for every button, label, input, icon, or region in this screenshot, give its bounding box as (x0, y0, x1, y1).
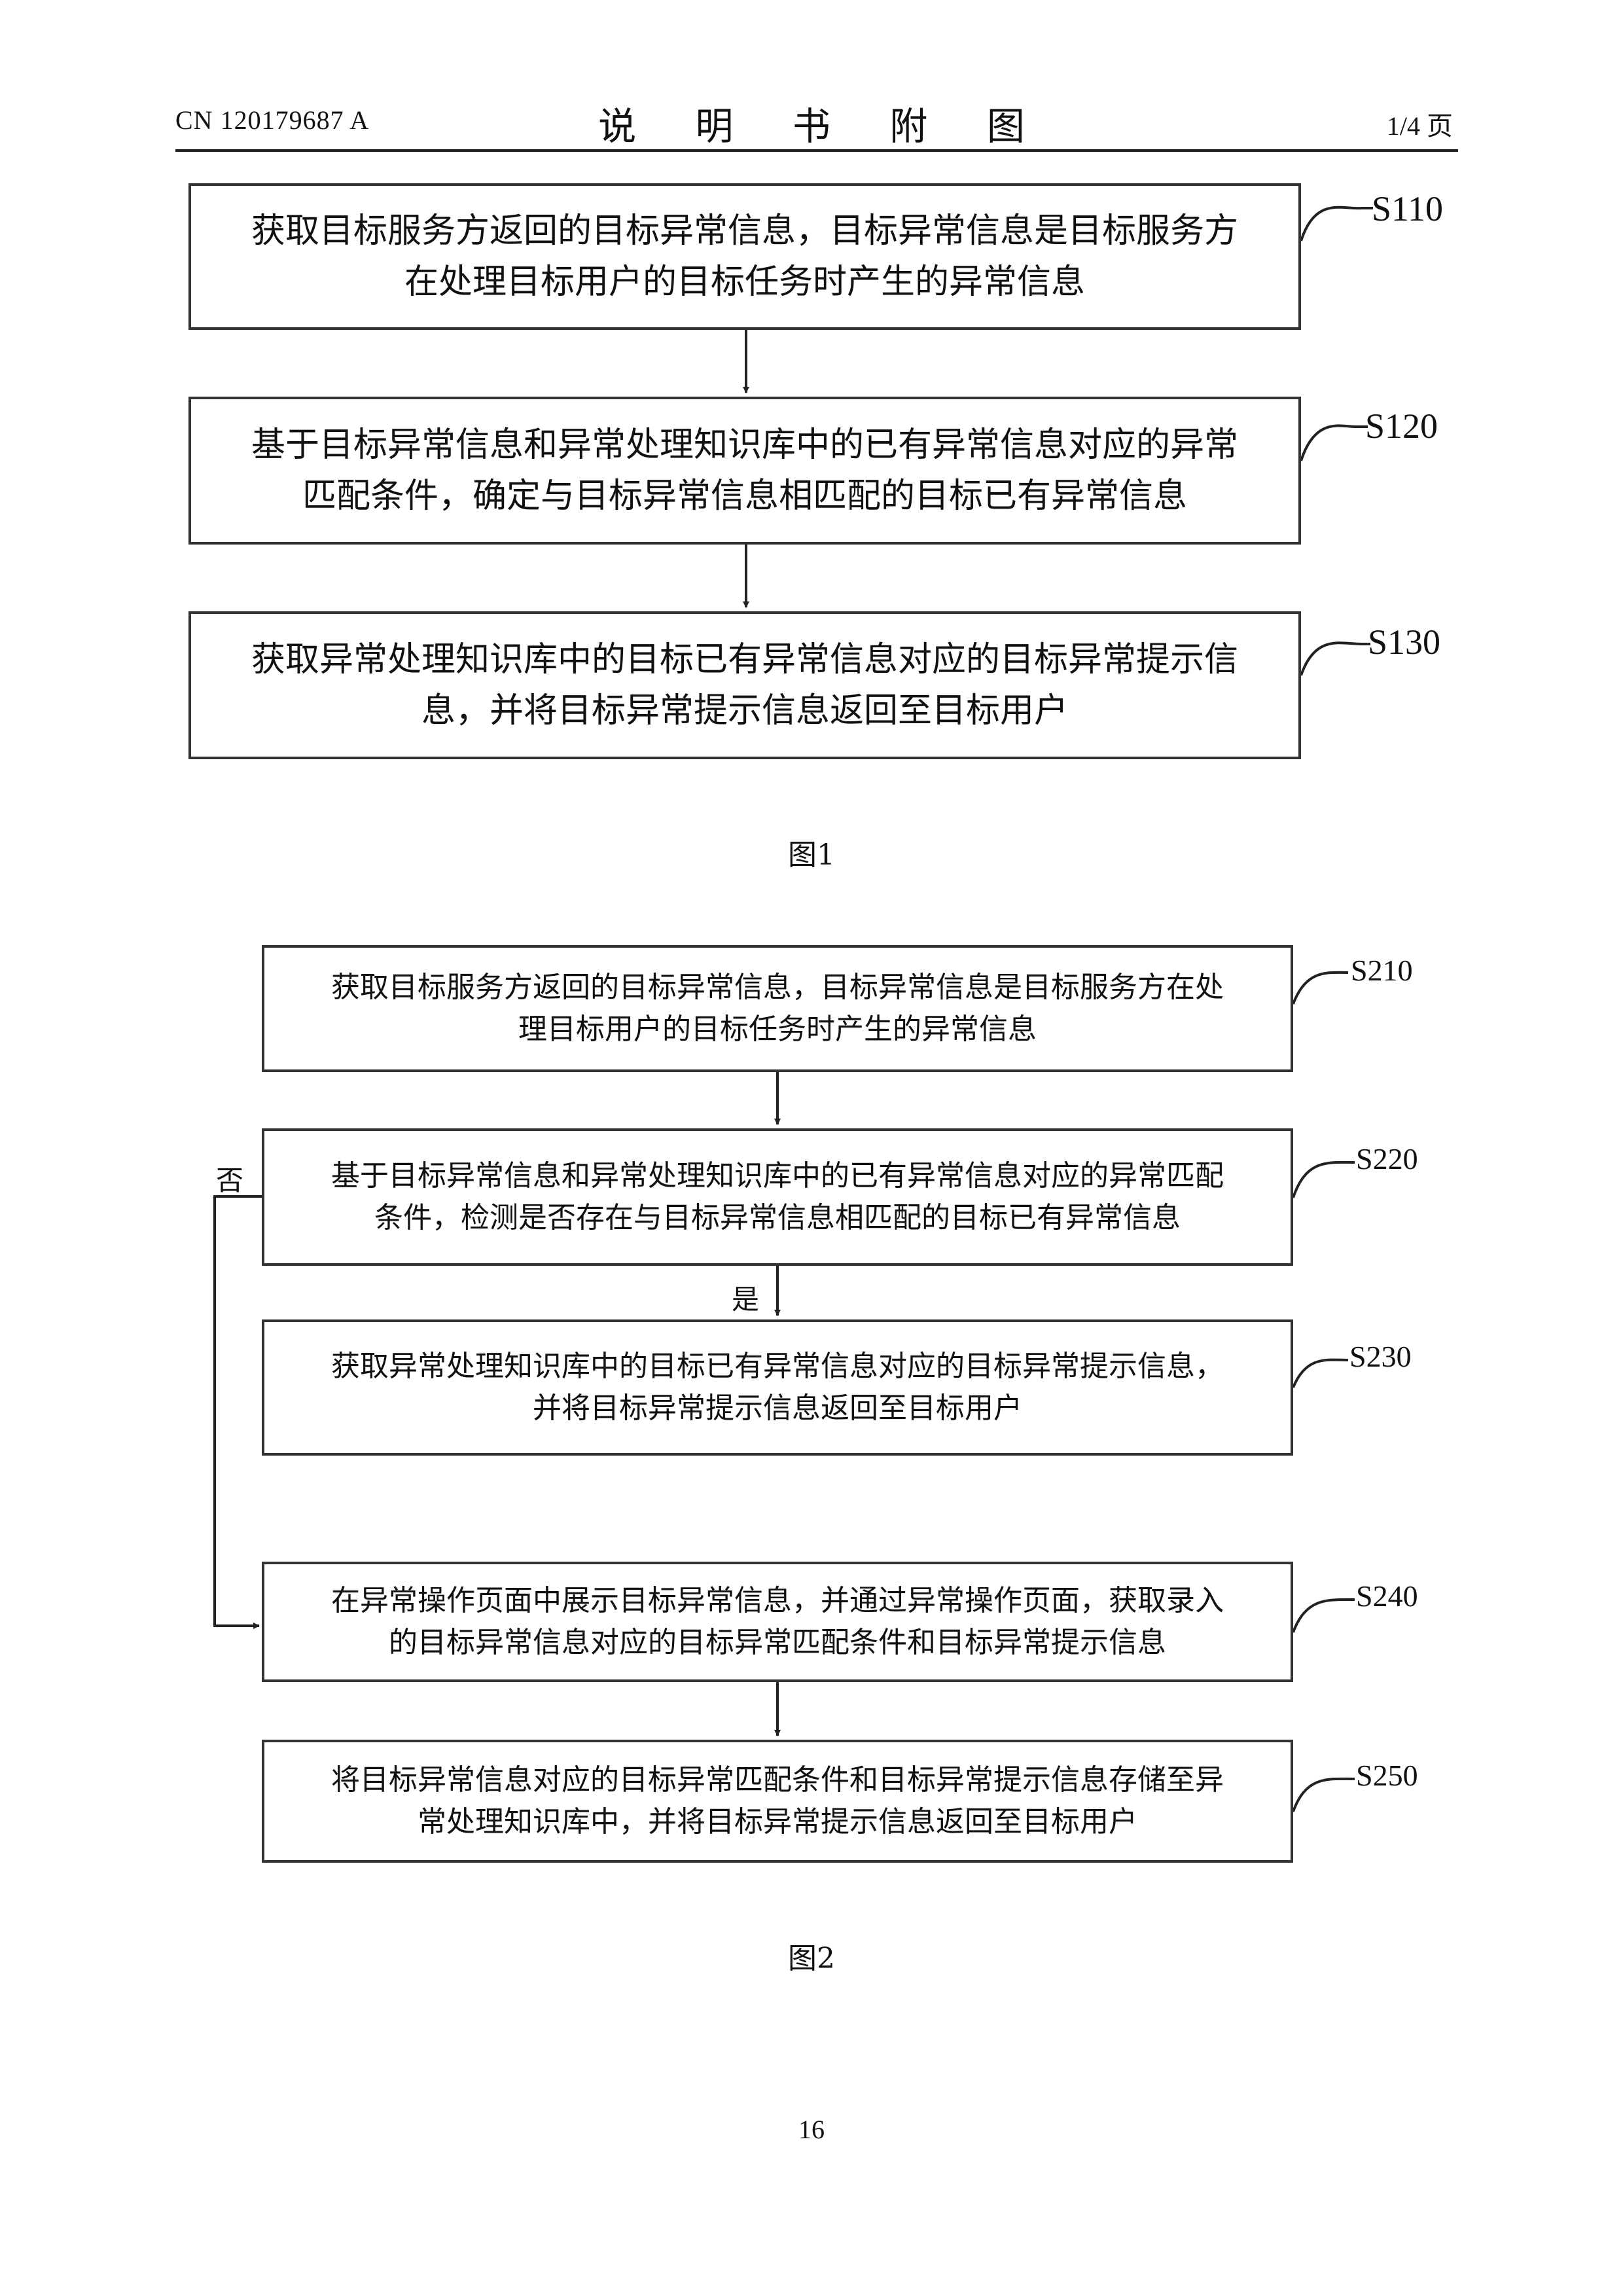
step-box-s110: 获取目标服务方返回的目标异常信息，目标异常信息是目标服务方在处理目标用户的目标任… (188, 183, 1301, 330)
step-label-s250: S250 (1356, 1758, 1418, 1793)
step-box-s250: 将目标异常信息对应的目标异常匹配条件和目标异常提示信息存储至异常处理知识库中，并… (262, 1740, 1293, 1863)
step-box-s220: 基于目标异常信息和异常处理知识库中的已有异常信息对应的异常匹配条件，检测是否存在… (262, 1128, 1293, 1266)
leader-s210 (1293, 973, 1348, 1004)
page-number: 16 (0, 2114, 1623, 2145)
step-text-line: 基于目标异常信息和异常处理知识库中的已有异常信息对应的异常 (251, 425, 1238, 465)
step-text-line: 息，并将目标异常提示信息返回至目标用户 (421, 691, 1068, 730)
leader-s120 (1301, 425, 1368, 461)
step-text-line: 获取目标服务方返回的目标异常信息，目标异常信息是目标服务方 (251, 211, 1238, 251)
step-text-line: 获取异常处理知识库中的目标已有异常信息对应的目标异常提示信息， (331, 1350, 1224, 1383)
step-text-line: 常处理知识库中，并将目标异常提示信息返回至目标用户 (418, 1805, 1137, 1839)
step-text-line: 条件，检测是否存在与目标异常信息相匹配的目标已有异常信息 (374, 1201, 1181, 1234)
step-text-line: 获取目标服务方返回的目标异常信息，目标异常信息是目标服务方在处 (331, 971, 1224, 1004)
step-text-line: 基于目标异常信息和异常处理知识库中的已有异常信息对应的异常匹配 (331, 1159, 1224, 1193)
step-text-line: 在处理目标用户的目标任务时产生的异常信息 (404, 262, 1085, 302)
step-label-s220: S220 (1356, 1141, 1418, 1176)
leader-s240 (1293, 1600, 1355, 1632)
arrow-s220-no-s240 (215, 1196, 262, 1626)
step-label-s120: S120 (1365, 406, 1438, 446)
figure1-caption: 图1 (0, 831, 1623, 873)
step-text-line: 将目标异常信息对应的目标异常匹配条件和目标异常提示信息存储至异 (331, 1763, 1224, 1797)
step-label-s210: S210 (1351, 953, 1413, 988)
step-text-line: 在异常操作页面中展示目标异常信息，并通过异常操作页面，获取录入 (331, 1584, 1224, 1617)
step-text-line: 获取异常处理知识库中的目标已有异常信息对应的目标异常提示信 (251, 640, 1238, 679)
leader-s110 (1301, 207, 1373, 241)
no-branch-label: 否 (216, 1158, 243, 1198)
yes-branch-label: 是 (732, 1278, 759, 1318)
leader-s230 (1293, 1360, 1348, 1388)
leader-s250 (1293, 1779, 1355, 1812)
step-label-s110: S110 (1372, 188, 1443, 229)
step-label-s240: S240 (1356, 1579, 1418, 1613)
leader-s130 (1301, 643, 1370, 675)
step-label-s230: S230 (1349, 1339, 1412, 1374)
figure2-caption: 图2 (0, 1935, 1623, 1977)
step-text-line: 的目标异常信息对应的目标异常匹配条件和目标异常提示信息 (389, 1626, 1166, 1659)
step-label-s130: S130 (1368, 622, 1440, 662)
step-text-line: 并将目标异常提示信息返回至目标用户 (533, 1391, 1022, 1425)
leader-s220 (1293, 1162, 1355, 1198)
step-box-s130: 获取异常处理知识库中的目标已有异常信息对应的目标异常提示信息，并将目标异常提示信… (188, 611, 1301, 759)
step-text-line: 理目标用户的目标任务时产生的异常信息 (518, 1013, 1037, 1046)
step-box-s210: 获取目标服务方返回的目标异常信息，目标异常信息是目标服务方在处理目标用户的目标任… (262, 945, 1293, 1072)
step-box-s230: 获取异常处理知识库中的目标已有异常信息对应的目标异常提示信息， 并将目标异常提示信… (262, 1319, 1293, 1456)
step-text-line: 匹配条件，确定与目标异常信息相匹配的目标已有异常信息 (302, 476, 1187, 516)
step-box-s240: 在异常操作页面中展示目标异常信息，并通过异常操作页面，获取录入的目标异常信息对应… (262, 1562, 1293, 1682)
step-box-s120: 基于目标异常信息和异常处理知识库中的已有异常信息对应的异常匹配条件，确定与目标异… (188, 397, 1301, 545)
